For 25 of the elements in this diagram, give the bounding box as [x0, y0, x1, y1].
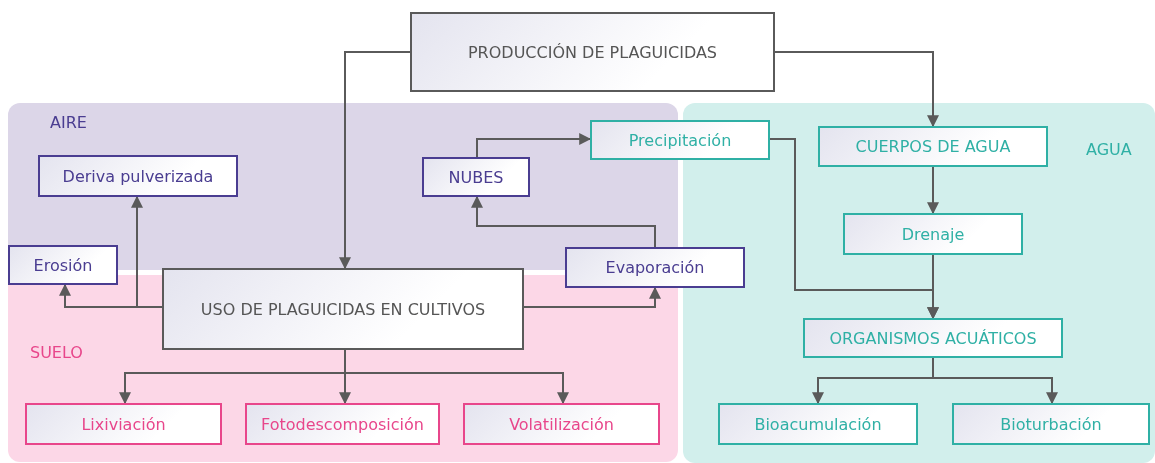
process-box: Lixiviación [25, 403, 222, 445]
arrow [927, 166, 939, 215]
process-box: USO DE PLAGUICIDAS EN CULTIVOS [162, 268, 524, 350]
process-box: Bioturbación [952, 403, 1150, 445]
process-box: Fotodescomposición [245, 403, 440, 445]
process-box: Erosión [8, 245, 118, 285]
arrow [774, 51, 939, 128]
arrow [927, 254, 939, 320]
arrow [339, 51, 411, 270]
process-box: Drenaje [843, 213, 1023, 255]
panel-title: SUELO [30, 343, 83, 362]
arrow [471, 195, 656, 248]
process-box: NUBES [422, 157, 530, 197]
process-box: PRODUCCIÓN DE PLAGUICIDAS [410, 12, 775, 92]
process-box: Deriva pulverizada [38, 155, 238, 197]
panel-title: AIRE [50, 113, 87, 132]
panel-title: AGUA [1086, 140, 1132, 159]
process-box: Evaporación [565, 247, 745, 288]
arrow [523, 286, 661, 308]
process-box: Precipitación [590, 120, 770, 160]
process-box: Volatilización [463, 403, 660, 445]
process-box: ORGANISMOS ACUÁTICOS [803, 318, 1063, 358]
process-box: Bioacumulación [718, 403, 918, 445]
arrow [476, 133, 592, 158]
process-box: CUERPOS DE AGUA [818, 126, 1048, 167]
